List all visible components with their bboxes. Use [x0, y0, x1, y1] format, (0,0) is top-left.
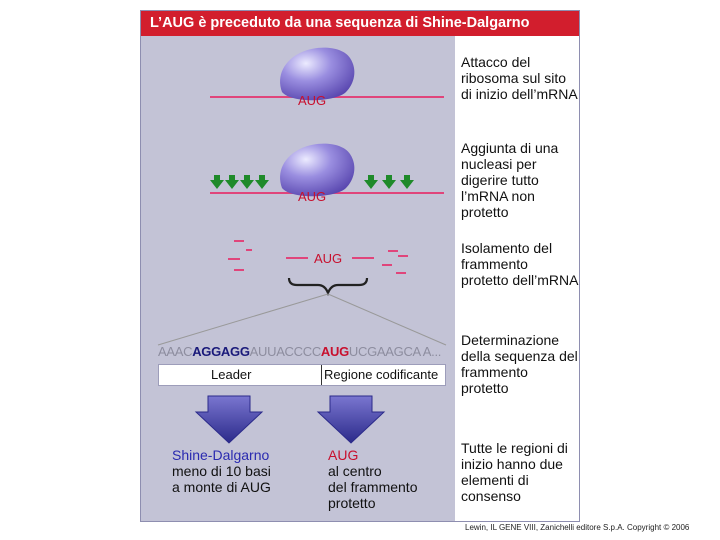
step-3-text: Isolamento del frammento protetto dell’m…	[461, 240, 579, 288]
conclusion-right-line3: del frammento	[328, 479, 418, 495]
nuclease-arrow	[240, 175, 254, 189]
nuclease-arrow	[225, 175, 239, 189]
down-arrow-left	[194, 395, 264, 444]
nuclease-arrow	[210, 175, 224, 189]
mrna-sequence: AAACAGGAGGAUUACCCCAUGUCGAAGCA A...	[158, 344, 450, 359]
figure-panel: L’AUG è preceduto da una sequenza di Shi…	[140, 10, 580, 522]
step-2-text: Aggiunta di una nucleasi per digerire tu…	[461, 140, 559, 220]
shine-dalgarno-sequence: AGGAGG	[192, 344, 250, 359]
ribosome-nuclease-step2: AUG	[210, 143, 444, 204]
leader-label: Leader	[211, 367, 252, 382]
aug-conclusion: AUG al centro del frammento protetto	[328, 447, 417, 511]
step-4-text: Determinazione della sequenza del framme…	[461, 332, 578, 396]
nuclease-arrow	[255, 175, 269, 189]
nuclease-arrow	[382, 175, 396, 189]
aug-label-2: AUG	[298, 189, 326, 204]
figure-title: L’AUG è preceduto da una sequenza di Shi…	[141, 11, 579, 36]
shine-dalgarno-conclusion: Shine-Dalgarno meno di 10 basi a monte d…	[172, 447, 271, 495]
conclusion-right-line1: AUG	[328, 447, 359, 463]
isolated-fragment-step3: AUG	[157, 240, 447, 346]
sequence-part2: AUUACCCC	[249, 344, 322, 359]
diagram-graphic: AUG AUG AUG	[157, 47, 447, 444]
nuclease-arrows	[210, 175, 414, 189]
copyright-credit: Lewin, IL GENE VIII, Zanichelli editore …	[465, 523, 690, 532]
conclusion-left-line3: a monte di AUG	[172, 479, 271, 495]
nuclease-arrow	[364, 175, 378, 189]
start-codon-sequence: AUG	[320, 344, 349, 359]
conclusion-left-line2: meno di 10 basi	[172, 463, 271, 479]
ribosome-mrna-step1: AUG	[210, 47, 444, 108]
sequence-part3: UCGAAGCA A...	[348, 344, 442, 359]
aug-label-3: AUG	[314, 251, 342, 266]
zoom-line-left	[157, 293, 329, 346]
step-1-text: Attacco del ribosoma sul sito di inizio …	[461, 54, 578, 102]
region-label-box: Leader Regione codificante	[158, 364, 446, 386]
ribosome-1	[280, 47, 355, 101]
sequence-part1: AAAC	[158, 344, 193, 359]
down-arrow-right	[316, 395, 386, 444]
ribosome-2	[280, 143, 355, 197]
aug-label-1: AUG	[298, 93, 326, 108]
bottom-arrows	[194, 395, 386, 444]
steps-panel: Attacco del ribosoma sul sito di inizio …	[455, 36, 579, 521]
nuclease-arrow	[400, 175, 414, 189]
region-divider	[321, 365, 322, 385]
conclusion-right-line2: al centro	[328, 463, 382, 479]
conclusion-left-line1: Shine-Dalgarno	[172, 447, 270, 463]
zoom-line-right	[327, 293, 447, 346]
conclusion-right-line4: protetto	[328, 495, 376, 511]
coding-region-label: Regione codificante	[324, 367, 439, 382]
brace	[287, 277, 369, 297]
digested-fragments	[228, 240, 408, 274]
step-5-text: Tutte le regioni di inizio hanno due ele…	[461, 440, 568, 504]
